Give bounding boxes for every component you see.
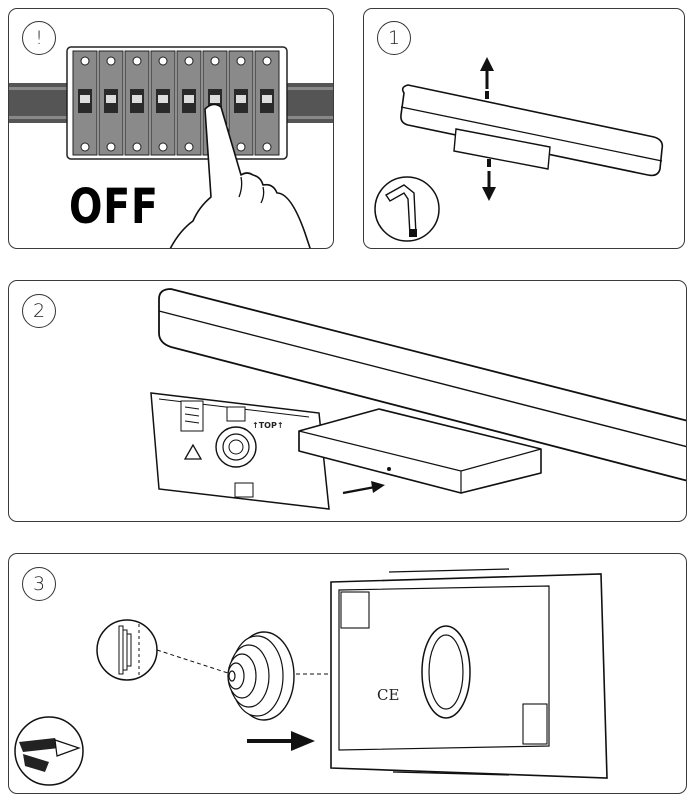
breaker-part — [106, 56, 116, 66]
breaker-part — [236, 56, 246, 66]
step-number-1: 1 — [377, 21, 411, 55]
ce-mark: CE — [377, 686, 400, 704]
breaker-part — [80, 95, 90, 103]
breaker-part — [184, 56, 194, 66]
panel-step-3: 3 — [8, 553, 687, 794]
fixture-unscrew-illustration — [374, 57, 664, 242]
breaker-part — [132, 142, 142, 152]
warning-icon: ! — [22, 21, 56, 55]
top-marking: ↑TOP↑ — [252, 421, 284, 430]
breaker-part — [80, 142, 90, 152]
breaker-part — [184, 142, 194, 152]
breaker-part — [132, 56, 142, 66]
step-number-2: 2 — [22, 294, 56, 328]
breaker-part — [262, 142, 272, 152]
off-label: OFF — [69, 179, 159, 235]
panel-step-warning: ! OFF — [8, 8, 334, 249]
breaker-part — [236, 142, 246, 152]
breaker-part — [210, 56, 220, 66]
breaker-part — [132, 95, 142, 103]
hex-key-icon — [374, 176, 440, 242]
gland-install-illustration — [14, 568, 608, 786]
breaker-part — [158, 56, 168, 66]
breaker-part — [158, 95, 168, 103]
breaker-part — [184, 95, 194, 103]
breaker-part — [80, 56, 90, 66]
breaker-part — [210, 95, 220, 103]
fixture-slide-illustration — [150, 288, 686, 510]
panel-step-1: 1 — [363, 8, 685, 249]
cable-gland-icon — [227, 631, 295, 721]
breaker-part — [262, 95, 272, 103]
breaker-part — [262, 56, 272, 66]
breaker-part — [106, 95, 116, 103]
step-number-3: 3 — [22, 567, 56, 601]
gland-section-icon — [96, 619, 158, 681]
hand-icon — [169, 103, 311, 248]
breaker-part — [158, 142, 168, 152]
breaker-part — [236, 95, 246, 103]
breaker-part — [106, 142, 116, 152]
cutter-icon — [14, 716, 84, 786]
panel-step-2: 2 ↑TOP↑ — [8, 280, 687, 522]
